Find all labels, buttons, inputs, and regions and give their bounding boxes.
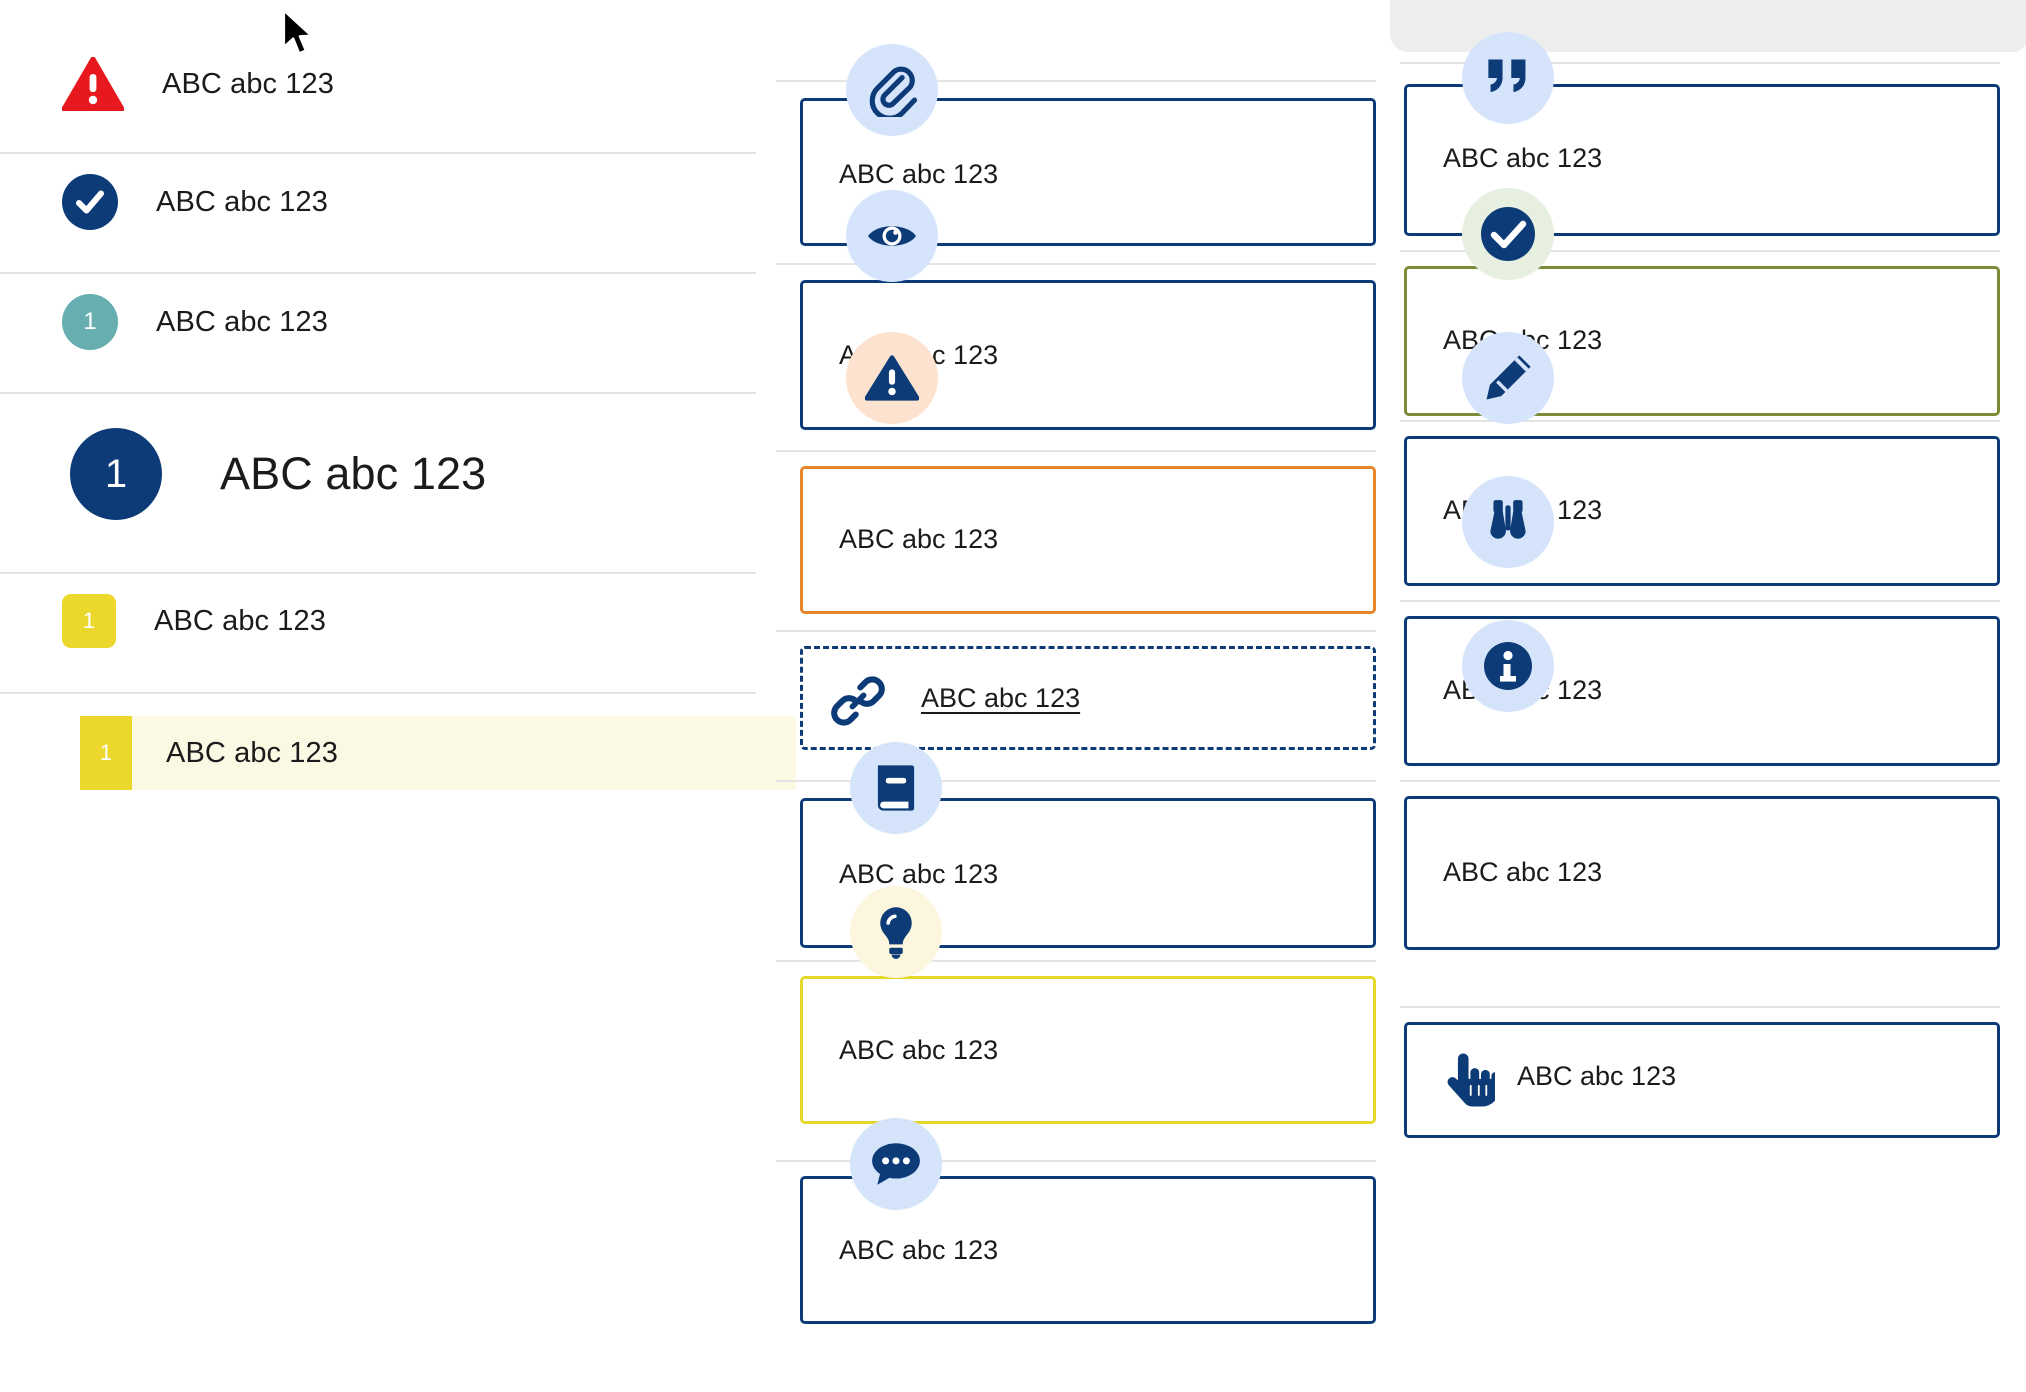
list-item-label: ABC abc 123 — [166, 736, 338, 769]
divider — [0, 272, 756, 274]
card-label: ABC abc 123 — [839, 859, 999, 889]
list-item-active[interactable]: 1 ABC abc 123 — [80, 716, 796, 790]
step-badge-teal: 1 — [62, 294, 118, 350]
divider — [1400, 250, 2000, 252]
card-label: ABC abc 123 — [839, 1035, 999, 1065]
list-item-success[interactable]: ABC abc 123 — [0, 174, 756, 230]
divider — [776, 450, 1376, 452]
pointing-hand-icon — [1440, 1048, 1498, 1112]
step-badge-yellow-active: 1 — [80, 716, 132, 790]
eye-icon — [846, 190, 938, 282]
list-item-step-navy-large[interactable]: 1 ABC abc 123 — [0, 428, 756, 520]
divider — [0, 572, 756, 574]
check-circle-icon — [62, 174, 118, 230]
divider — [776, 960, 1376, 962]
card-label: ABC abc 123 — [921, 683, 1081, 713]
pencil-icon — [1462, 332, 1554, 424]
card-label: ABC abc 123 — [1517, 1061, 1677, 1091]
paperclip-icon — [846, 44, 938, 136]
warning-icon — [846, 332, 938, 424]
card-label: ABC abc 123 — [839, 1235, 999, 1265]
card-tip[interactable]: ABC abc 123 — [800, 976, 1376, 1124]
info-icon — [1462, 620, 1554, 712]
divider — [1400, 1006, 2000, 1008]
divider — [776, 630, 1376, 632]
card-warning[interactable]: ABC abc 123 — [800, 466, 1376, 614]
link-icon — [830, 673, 886, 729]
left-marker-list: ABC abc 123 ABC abc 123 1 ABC abc 123 1 … — [0, 0, 796, 1392]
divider — [0, 392, 756, 394]
list-item-danger[interactable]: ABC abc 123 — [0, 56, 756, 112]
divider — [0, 152, 756, 154]
divider — [776, 1160, 1376, 1162]
quote-icon — [1462, 32, 1554, 124]
divider — [1400, 420, 2000, 422]
check-icon — [1462, 188, 1554, 280]
divider — [1400, 780, 2000, 782]
list-item-step-teal[interactable]: 1 ABC abc 123 — [0, 294, 756, 350]
comment-dots-icon — [850, 1118, 942, 1210]
list-item-step-yellow[interactable]: 1 ABC abc 123 — [0, 594, 756, 648]
divider — [1400, 62, 2000, 64]
lightbulb-icon — [850, 886, 942, 978]
divider — [776, 263, 1376, 265]
warning-triangle-icon — [62, 57, 124, 111]
binoculars-icon — [1462, 476, 1554, 568]
divider — [0, 692, 756, 694]
step-badge-navy: 1 — [70, 428, 162, 520]
divider — [776, 780, 1376, 782]
card-label: ABC abc 123 — [839, 524, 999, 554]
card-label: ABC abc 123 — [839, 159, 999, 189]
card-info[interactable]: ABC abc 123 — [1404, 796, 2000, 950]
divider — [1400, 600, 2000, 602]
step-number: 1 — [82, 608, 96, 633]
step-number: 1 — [99, 740, 113, 765]
step-number: 1 — [83, 308, 97, 335]
step-number: 1 — [104, 452, 128, 496]
list-item-label: ABC abc 123 — [156, 305, 328, 338]
list-item-label: ABC abc 123 — [162, 67, 334, 100]
card-label: ABC abc 123 — [1443, 857, 1603, 887]
step-badge-yellow: 1 — [62, 594, 116, 648]
list-item-label: ABC abc 123 — [156, 185, 328, 218]
card-label: ABC abc 123 — [1443, 143, 1603, 173]
card-link[interactable]: ABC abc 123 — [800, 646, 1376, 750]
list-item-label: ABC abc 123 — [154, 604, 326, 637]
book-icon — [850, 742, 942, 834]
divider — [776, 80, 1376, 82]
list-item-label: ABC abc 123 — [220, 448, 487, 499]
card-action[interactable]: ABC abc 123 — [1404, 1022, 2000, 1138]
